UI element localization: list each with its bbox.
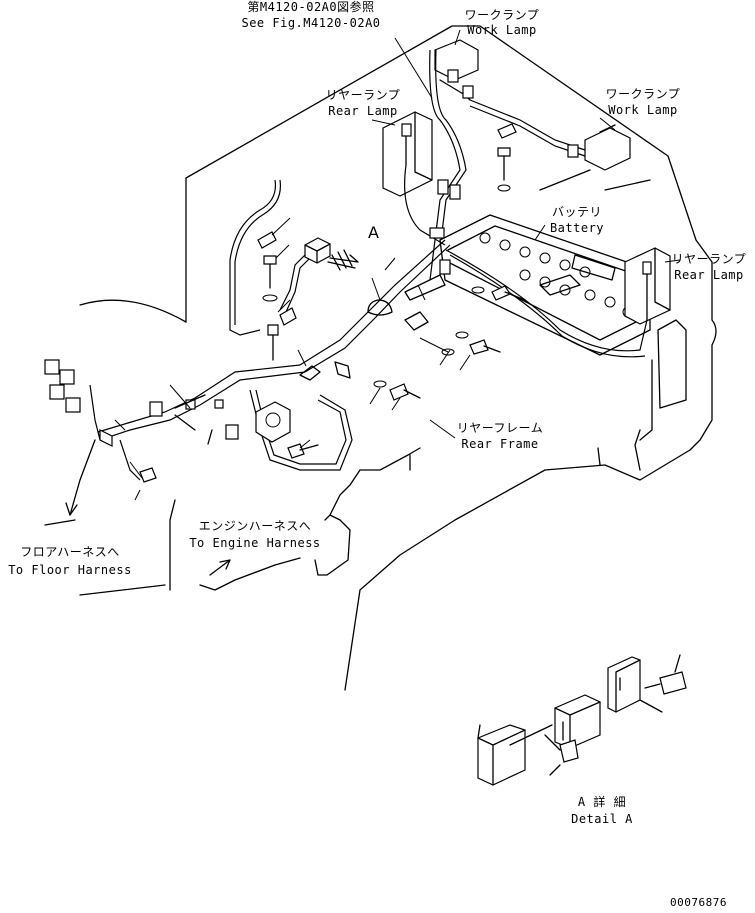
rear-lamp-right-en-label: Rear Lamp	[674, 268, 744, 282]
view-arrow-a	[327, 249, 359, 271]
work-lamp-right-jp-label: ワークランプ	[605, 87, 681, 101]
work-lamp-right	[584, 124, 631, 171]
battery-tray	[439, 214, 651, 356]
floor-harness-jp-label: フロアハーネスへ	[20, 545, 120, 559]
detail-a-drawing	[477, 654, 687, 786]
rear-lamp-left-jp-label: リヤーランプ	[325, 88, 401, 102]
machine-body-outline	[79, 25, 717, 691]
engine-harness-jp-label: エンジンハーネスへ	[198, 519, 312, 533]
harness-connectors	[44, 69, 579, 447]
rear-frame-en-label: Rear Frame	[461, 437, 539, 451]
work-lamp-top-jp-label: ワークランプ	[464, 8, 540, 22]
harness-direction-arrows	[44, 439, 231, 576]
leader-lines	[114, 29, 681, 501]
ref-fig-jp-label: 第M4120-02A0図参照	[247, 0, 375, 14]
detail-a-en-label: Detail A	[571, 812, 633, 826]
battery-jp-label: バッテリ	[551, 205, 602, 219]
work-lamp-right-en-label: Work Lamp	[608, 103, 678, 117]
view-arrow-a-label: A	[368, 223, 380, 242]
engine-harness-en-label: To Engine Harness	[189, 536, 321, 550]
rear-lamp-right	[624, 247, 671, 325]
detail-a-jp-label: A 詳 細	[577, 795, 627, 809]
bolts-washers	[139, 123, 526, 483]
ref-fig-en-label: See Fig.M4120-02A0	[241, 16, 381, 30]
rear-lamp-left	[382, 111, 433, 197]
work-lamp-top-en-label: Work Lamp	[467, 23, 537, 37]
relay-box	[304, 237, 331, 264]
rear-frame-jp-label: リヤーフレーム	[456, 421, 544, 435]
wiring-harness	[89, 49, 648, 481]
rear-lamp-left-en-label: Rear Lamp	[328, 104, 398, 118]
drawing-number: 00076876	[670, 896, 727, 909]
battery-en-label: Battery	[549, 221, 605, 235]
floor-harness-en-label: To Floor Harness	[8, 563, 132, 577]
rear-lamp-right-jp-label: リヤーランプ	[671, 252, 747, 266]
